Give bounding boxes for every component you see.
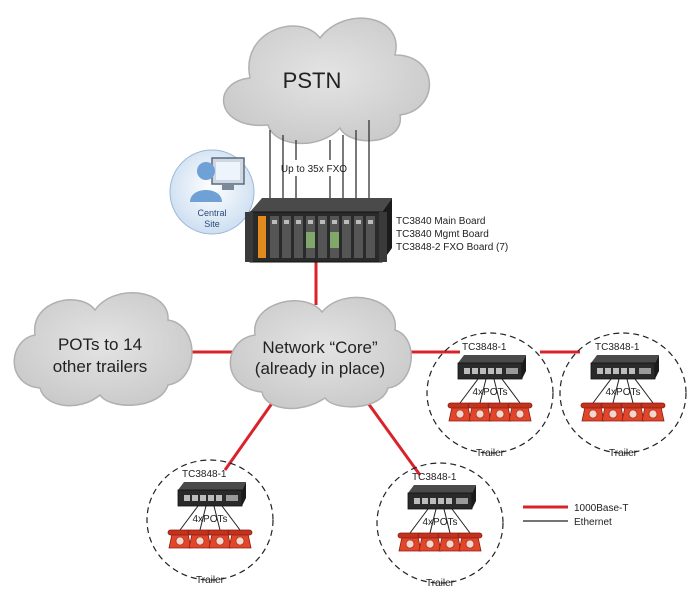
legend: 1000Base-T Ethernet bbox=[523, 503, 628, 528]
ethernet-line bbox=[592, 378, 612, 404]
phone-icon bbox=[227, 529, 253, 549]
pots-label-line2: other trailers bbox=[53, 357, 147, 376]
chassis-board-1: TC3840 Main Board bbox=[396, 216, 486, 227]
central-site: Central Site bbox=[169, 149, 255, 235]
computer-user-icon bbox=[190, 157, 245, 202]
phone-icon bbox=[457, 532, 483, 552]
core-cloud: Network “Core” (already in place) bbox=[229, 296, 412, 410]
core-label-line2: (already in place) bbox=[255, 359, 385, 378]
tc3848-switch bbox=[590, 355, 659, 380]
phone-icon bbox=[640, 402, 666, 422]
ethernet-line bbox=[443, 508, 451, 534]
ethernet-line bbox=[179, 505, 199, 531]
chassis-board-2: TC3840 Mgmt Board bbox=[396, 229, 489, 240]
ethernet-line bbox=[221, 505, 241, 531]
tc3848-switch bbox=[407, 485, 476, 510]
trailer-boundary bbox=[559, 332, 687, 454]
fxo-label: Up to 35x FXO bbox=[281, 164, 347, 175]
link-core-trailer4 bbox=[358, 391, 422, 476]
phone-icon bbox=[507, 402, 533, 422]
pots-label-line1: POTs to 14 bbox=[58, 335, 142, 354]
central-site-line2: Site bbox=[204, 219, 220, 229]
trailer-groups: TC3848-14xPOTsTrailerTC3848-14xPOTsTrail… bbox=[146, 332, 687, 589]
ethernet-line bbox=[493, 378, 501, 404]
trailer-device-label: TC3848-1 bbox=[412, 472, 457, 483]
central-site-line1: Central bbox=[197, 208, 226, 218]
ethernet-line bbox=[501, 378, 521, 404]
trailer-label: Trailer bbox=[476, 448, 505, 459]
chassis-board-3: TC3848-2 FXO Board (7) bbox=[396, 242, 508, 253]
tc3848-switch bbox=[177, 482, 246, 507]
phone-icon bbox=[437, 532, 463, 552]
trailer-phones-label: 4xPOTs bbox=[605, 387, 640, 398]
phone-icon bbox=[167, 529, 193, 549]
trailer-phones-label: 4xPOTs bbox=[472, 387, 507, 398]
trailer-device-label: TC3848-1 bbox=[182, 469, 227, 480]
ethernet-line bbox=[612, 378, 620, 404]
ethernet-line bbox=[451, 508, 471, 534]
trailer-device-label: TC3848-1 bbox=[595, 342, 640, 353]
trailer-boundary bbox=[376, 462, 504, 584]
trailer-phones-label: 4xPOTs bbox=[192, 514, 227, 525]
phone-icon bbox=[580, 402, 606, 422]
core-label-line1: Network “Core” bbox=[262, 338, 378, 357]
pstn-label: PSTN bbox=[283, 68, 342, 93]
legend-label-1000base-t: 1000Base-T bbox=[574, 503, 628, 514]
tc3840-chassis bbox=[245, 198, 392, 263]
ethernet-line bbox=[429, 508, 437, 534]
ethernet-line bbox=[634, 378, 654, 404]
trailer-phones-label: 4xPOTs bbox=[422, 517, 457, 528]
trailer-label: Trailer bbox=[609, 448, 638, 459]
phone-icon bbox=[487, 402, 513, 422]
ethernet-line bbox=[213, 505, 221, 531]
ethernet-line bbox=[459, 378, 479, 404]
phone-icon bbox=[600, 402, 626, 422]
phone-icon bbox=[207, 529, 233, 549]
ethernet-line bbox=[479, 378, 487, 404]
phone-icon bbox=[467, 402, 493, 422]
phone-icon bbox=[417, 532, 443, 552]
pstn-cloud: PSTN bbox=[222, 17, 431, 145]
trailer-boundary bbox=[426, 332, 554, 454]
pots-cloud: POTs to 14 other trailers bbox=[13, 292, 193, 407]
phone-icon bbox=[187, 529, 213, 549]
trailer-label: Trailer bbox=[426, 578, 455, 589]
tc3848-switch bbox=[457, 355, 526, 380]
link-core-trailer3 bbox=[223, 391, 282, 471]
ethernet-line bbox=[626, 378, 634, 404]
legend-label-ethernet: Ethernet bbox=[574, 517, 612, 528]
trailer-device-label: TC3848-1 bbox=[462, 342, 507, 353]
ethernet-line bbox=[199, 505, 207, 531]
trailer-label: Trailer bbox=[196, 575, 225, 586]
ethernet-line bbox=[409, 508, 429, 534]
trailer-boundary bbox=[146, 459, 274, 581]
